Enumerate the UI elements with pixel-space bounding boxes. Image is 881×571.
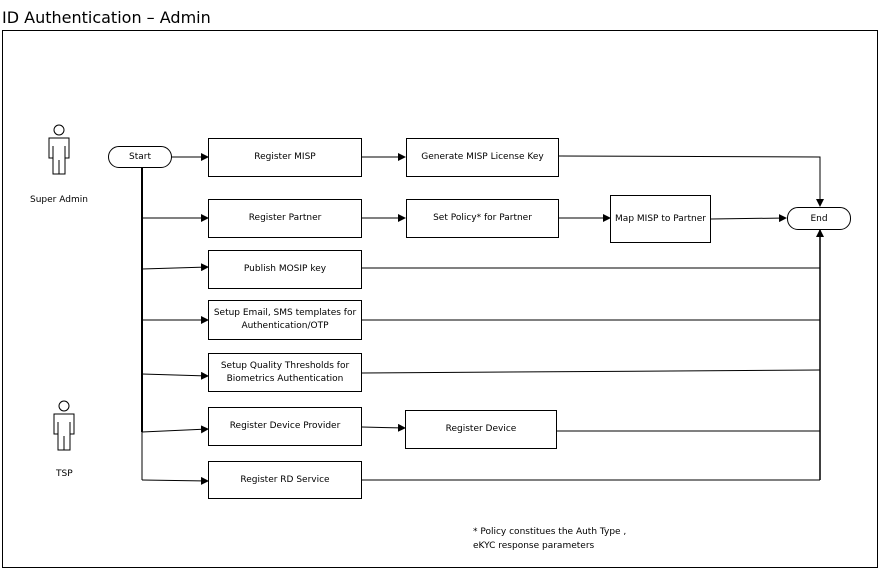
tsp-person-icon [53,400,75,451]
register-device-provider-box: Register Device Provider [208,407,362,446]
super-admin-person-icon [48,124,70,175]
setup-quality-thresholds-box: Setup Quality Thresholds for Biometrics … [208,353,362,392]
register-misp-box: Register MISP [208,138,362,177]
set-policy-box: Set Policy* for Partner [406,199,559,238]
setup-templates-box: Setup Email, SMS templates for Authentic… [208,300,362,340]
register-partner-box: Register Partner [208,199,362,238]
end-node: End [787,207,851,230]
policy-footnote: * Policy constitues the Auth Type , eKYC… [473,527,627,551]
actor-label-tsp: TSP [56,469,73,479]
generate-misp-license-key-box: Generate MISP License Key [406,138,559,177]
register-rd-service-box: Register RD Service [208,461,362,499]
actor-label-super-admin: Super Admin [30,195,88,205]
diagram-title: ID Authentication – Admin [2,8,211,27]
map-misp-to-partner-box: Map MISP to Partner [610,195,711,243]
start-node: Start [108,146,172,168]
diagram-frame [2,30,878,568]
publish-mosip-key-box: Publish MOSIP key [208,250,362,289]
register-device-box: Register Device [405,410,557,449]
